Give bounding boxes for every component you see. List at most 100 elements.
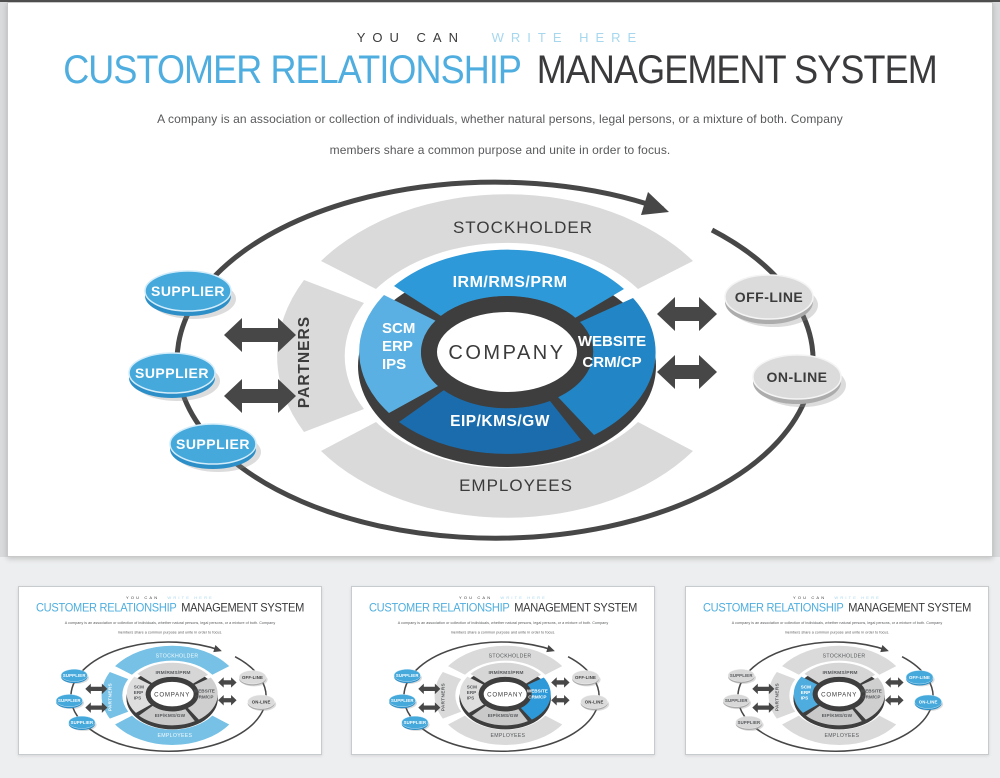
main-slide-preview: YOU CAN WRITE HERE CUSTOMER RELATIONSHIP… xyxy=(7,2,993,557)
segment-label-eip: EIP/KMS/GW xyxy=(155,713,186,719)
eyebrow-line: YOU CAN WRITE HERE xyxy=(686,595,988,600)
wedge-left xyxy=(277,280,364,432)
segment-label-scm-2: IPS xyxy=(801,695,808,700)
supplier-node-3-face xyxy=(401,715,429,729)
channel-node-2-face xyxy=(580,694,608,709)
segment-label-website-1: CRM/CP xyxy=(528,695,546,700)
channel-node-1: OFF-LINE xyxy=(238,670,268,687)
supplier-node-3-label: SUPPLIER xyxy=(71,720,94,725)
supplier-node-1: SUPPLIER xyxy=(60,669,89,684)
wedge-bottom xyxy=(782,715,897,745)
right-margin-strip xyxy=(992,2,1000,557)
segment-label-eip: EIP/KMS/GW xyxy=(488,713,519,719)
channel-node-2-face xyxy=(914,694,942,709)
channel-node-2: ON-LINE xyxy=(247,694,277,711)
ring-segment-left xyxy=(359,295,438,413)
channel-node-2: ON-LINE xyxy=(580,694,610,711)
wedge-top xyxy=(115,645,230,675)
eyebrow-you-can: YOU CAN xyxy=(356,30,465,45)
slide-title: CUSTOMER RELATIONSHIP MANAGEMENT SYSTEM xyxy=(34,601,306,615)
ring-segment-bottom xyxy=(805,705,862,726)
supplier-node-2-face xyxy=(388,694,416,707)
ring-segment-left xyxy=(793,676,818,713)
wedge-top xyxy=(782,645,897,675)
exchange-arrow-icon-right-1 xyxy=(218,677,237,688)
title-rest-part: MANAGEMENT SYSTEM xyxy=(536,48,938,92)
channel-node-1-label: OFF-LINE xyxy=(575,675,596,680)
wedge-bottom xyxy=(115,715,230,745)
supplier-node-2-label: SUPPLIER xyxy=(58,698,81,703)
channel-node-2-label: ON-LINE xyxy=(919,699,938,704)
cycle-arrowhead-icon xyxy=(641,192,669,215)
ring-segment-bottom xyxy=(399,390,581,454)
slide-description: A company is an association or collectio… xyxy=(19,618,321,637)
wedge-left xyxy=(101,672,129,719)
supplier-node-1-label: SUPPLIER xyxy=(151,283,225,299)
supplier-node-1: SUPPLIER xyxy=(727,669,756,684)
segment-label-website-1: CRM/CP xyxy=(195,695,213,700)
eyebrow-write-here: WRITE HERE xyxy=(491,30,644,45)
slide-title: CUSTOMER RELATIONSHIP MANAGEMENT SYSTEM xyxy=(701,601,973,615)
wedge-bottom xyxy=(448,715,563,745)
exchange-arrow-icon-left-1 xyxy=(418,683,441,695)
supplier-node-3-label: SUPPLIER xyxy=(404,720,427,725)
cycle-arrowhead-icon xyxy=(213,645,222,653)
channel-node-2-label: ON-LINE xyxy=(766,369,827,385)
segment-label-irm: IRM/RMS/PRM xyxy=(488,670,523,676)
segment-label-scm-1: ERP xyxy=(382,338,413,355)
exchange-arrow-icon-left-2 xyxy=(418,702,441,713)
supplier-node-2-label: SUPPLIER xyxy=(391,698,414,703)
exchange-arrow-icon-right-2 xyxy=(551,695,570,706)
company-ring xyxy=(812,676,866,712)
slide-canvas: YOU CAN WRITE HERE CUSTOMER RELATIONSHIP… xyxy=(686,587,988,754)
channel-node-2-label: ON-LINE xyxy=(585,699,604,704)
description-line-1: A company is an association or collectio… xyxy=(397,620,609,625)
channel-node-1-face xyxy=(238,670,267,685)
thumbnail-slide-3[interactable]: YOU CAN WRITE HERE CUSTOMER RELATIONSHIP… xyxy=(685,586,989,755)
ring-segment-top xyxy=(137,662,209,684)
wedge-label-employees: EMPLOYEES xyxy=(824,733,859,739)
segment-label-scm-2: IPS xyxy=(382,356,406,373)
supplier-node-3: SUPPLIER xyxy=(169,423,261,472)
supplier-node-2-label: SUPPLIER xyxy=(725,698,748,703)
exchange-arrow-icon-left-2 xyxy=(85,702,108,713)
description-line-2: members share a common purpose and unite… xyxy=(784,629,890,635)
exchange-arrow-icon-left-1 xyxy=(85,683,108,695)
title-accent-part: CUSTOMER RELATIONSHIP xyxy=(368,600,510,615)
description-line-1: A company is an association or collectio… xyxy=(731,620,943,625)
exchange-arrow-icon-right-2 xyxy=(885,695,904,706)
supplier-node-1-face xyxy=(60,669,88,682)
thumbnail-slide-1[interactable]: YOU CAN WRITE HERE CUSTOMER RELATIONSHIP… xyxy=(18,586,322,755)
exchange-arrow-icon-right-1 xyxy=(885,677,904,688)
eyebrow-you-can: YOU CAN xyxy=(126,595,160,600)
ring-segment-left xyxy=(459,676,484,713)
wedge-label-employees: EMPLOYEES xyxy=(459,476,573,495)
exchange-arrow-icon-right-1 xyxy=(657,297,717,331)
description-line-2: members share a common purpose and unite… xyxy=(117,629,223,635)
eyebrow-line: YOU CAN WRITE HERE xyxy=(19,595,321,600)
supplier-node-2: SUPPLIER xyxy=(55,694,85,710)
channel-node-2-label: ON-LINE xyxy=(252,699,271,704)
top-border-rule xyxy=(0,0,1000,2)
segment-label-scm-0: SCM xyxy=(801,684,811,689)
wedge-label-partners: PARTNERS xyxy=(440,683,446,711)
description-line-1: A company is an association or collectio… xyxy=(64,620,276,625)
segment-label-eip: EIP/KMS/GW xyxy=(450,413,550,430)
thumbnail-slide-2[interactable]: YOU CAN WRITE HERE CUSTOMER RELATIONSHIP… xyxy=(351,586,655,755)
segment-label-scm-1: ERP xyxy=(467,690,476,695)
exchange-arrow-icon-right-2 xyxy=(657,355,717,389)
slide-description: A company is an association or collectio… xyxy=(352,618,654,637)
title-rest-part: MANAGEMENT SYSTEM xyxy=(514,600,638,615)
channel-node-1-face xyxy=(724,274,814,320)
segment-label-website-0: WEBSITE xyxy=(527,688,548,693)
exchange-arrow-icon-left-1 xyxy=(752,683,775,695)
left-margin-strip xyxy=(0,2,8,557)
cycle-arrowhead-icon xyxy=(880,645,889,653)
segment-label-scm-1: ERP xyxy=(134,690,143,695)
supplier-node-3: SUPPLIER xyxy=(68,715,97,731)
channel-node-1-face xyxy=(571,670,600,685)
